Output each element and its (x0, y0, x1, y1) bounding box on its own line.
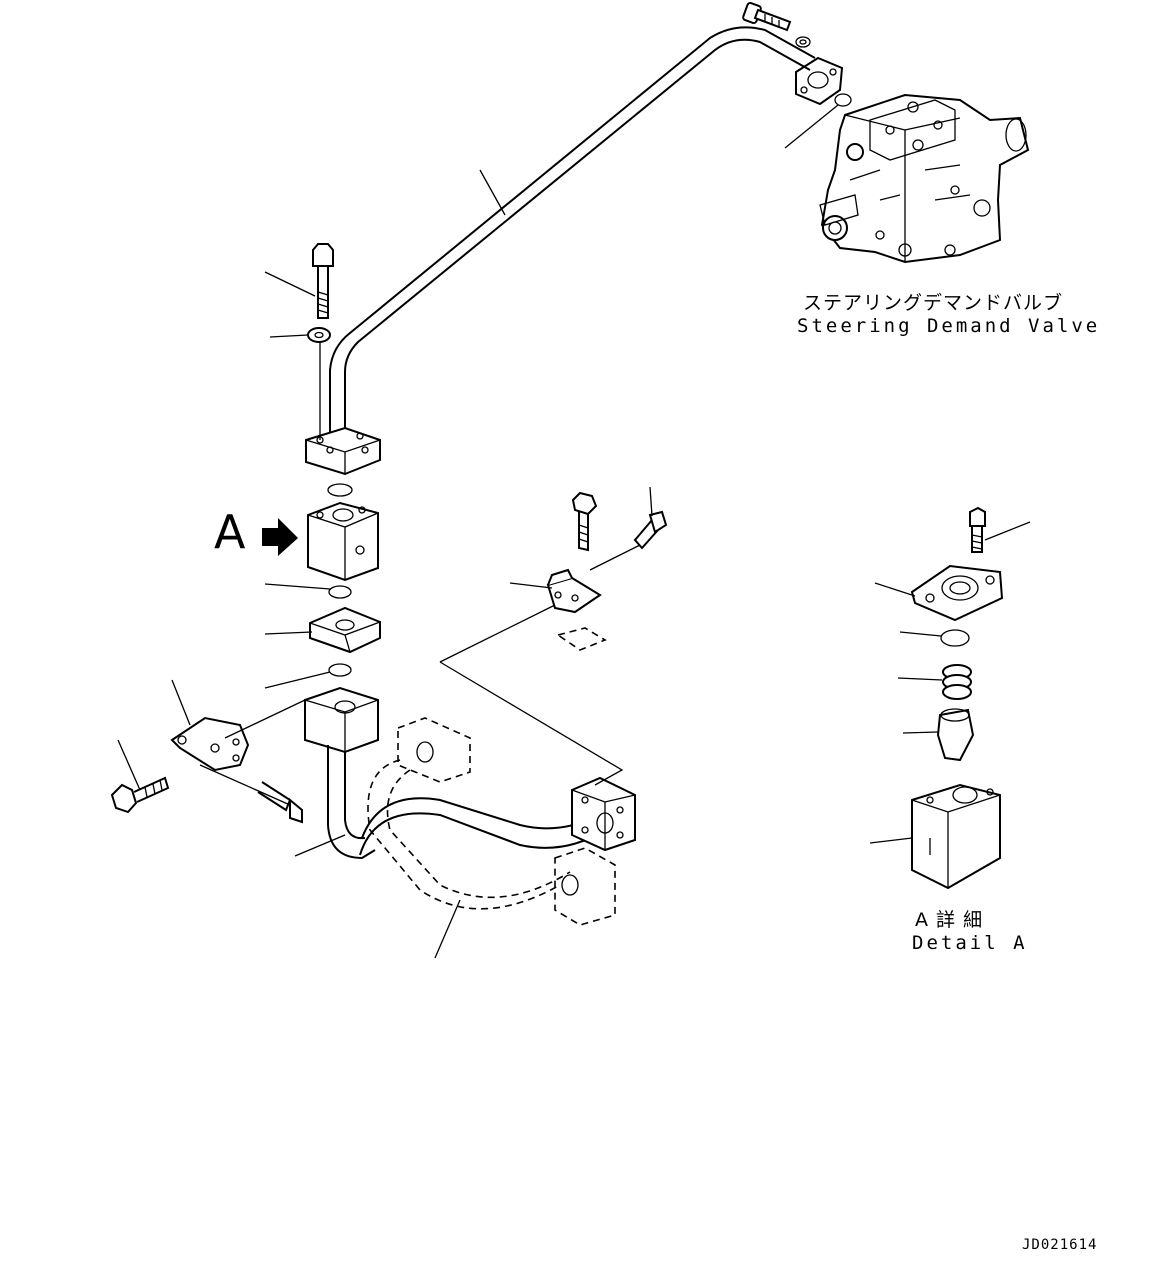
center-bracket (439, 491, 668, 786)
long-steering-tube (305, 26, 816, 476)
flange-bolt (307, 243, 334, 440)
view-a-arrow (262, 518, 298, 556)
top-flange-assembly (742, 1, 852, 107)
steering-demand-valve (819, 93, 1030, 264)
left-bracket (110, 699, 306, 824)
lower-block-and-pipes (304, 686, 636, 926)
drawing-code: JD021614 (1022, 1237, 1098, 1253)
valve-label-japanese: ステアリングデマンドバルブ (803, 292, 1064, 314)
detail-a-exploded (910, 506, 1004, 890)
detail-a-label-japanese: A 詳 細 (915, 909, 984, 931)
leader-lines (117, 104, 1031, 959)
valve-label-english: Steering Demand Valve (797, 315, 1101, 337)
detail-a-label-english: Detail A (912, 932, 1028, 954)
valve-block-column (307, 483, 381, 677)
view-a-marker: A (214, 505, 246, 559)
